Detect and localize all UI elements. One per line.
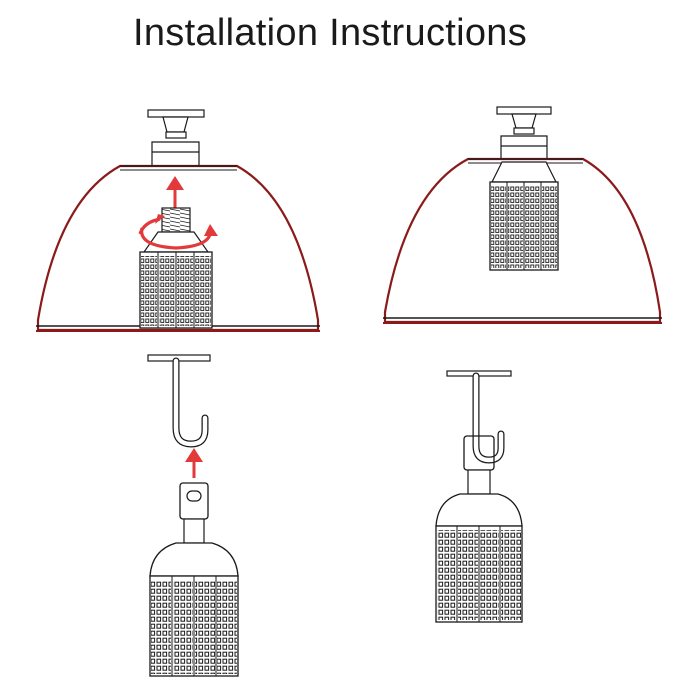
- up-arrow-icon: [166, 176, 184, 208]
- page-title: Installation Instructions: [132, 12, 528, 54]
- corn-bulb: [149, 482, 239, 677]
- corn-bulb: [435, 435, 523, 623]
- step-4-panel: [435, 370, 523, 623]
- corn-bulb: [489, 161, 559, 271]
- step-1-panel: [36, 109, 320, 332]
- ceiling-hook: [147, 354, 211, 448]
- ceiling-mount: [496, 106, 552, 163]
- ceiling-hook: [446, 370, 512, 464]
- up-arrow-icon: [185, 448, 203, 478]
- step-2-panel: [383, 106, 662, 324]
- step-3-panel: [147, 354, 239, 677]
- corn-bulb: [139, 207, 213, 329]
- ceiling-mount: [147, 109, 205, 173]
- rotate-arrow-icon: [138, 214, 218, 250]
